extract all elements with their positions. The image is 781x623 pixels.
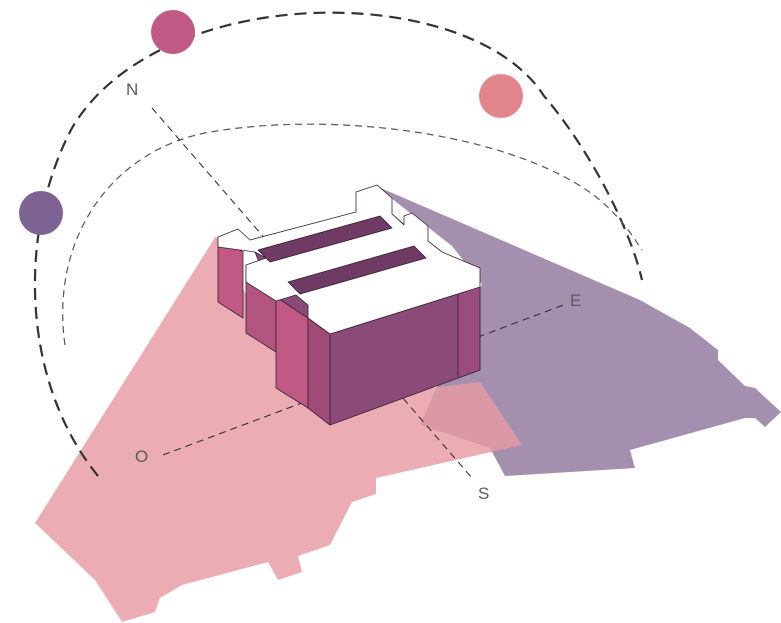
sun-afternoon — [479, 74, 523, 118]
building-roof — [217, 184, 481, 335]
building — [217, 184, 481, 426]
label-north: N — [126, 80, 138, 99]
label-west: O — [135, 447, 148, 466]
shadows — [35, 186, 781, 622]
label-east: E — [570, 291, 581, 310]
building-corner-wall — [307, 317, 331, 426]
label-south: S — [478, 484, 489, 503]
shadow-morning — [35, 236, 522, 622]
sun-markers — [19, 10, 523, 235]
sun-paths — [33, 11, 644, 477]
compass-labels: N S E O — [126, 80, 581, 503]
sun-noon — [151, 10, 195, 54]
building-right-wall — [457, 285, 481, 379]
sun-morning — [19, 191, 63, 235]
summer-sun-path — [33, 11, 644, 477]
winter-sun-path — [62, 123, 643, 346]
